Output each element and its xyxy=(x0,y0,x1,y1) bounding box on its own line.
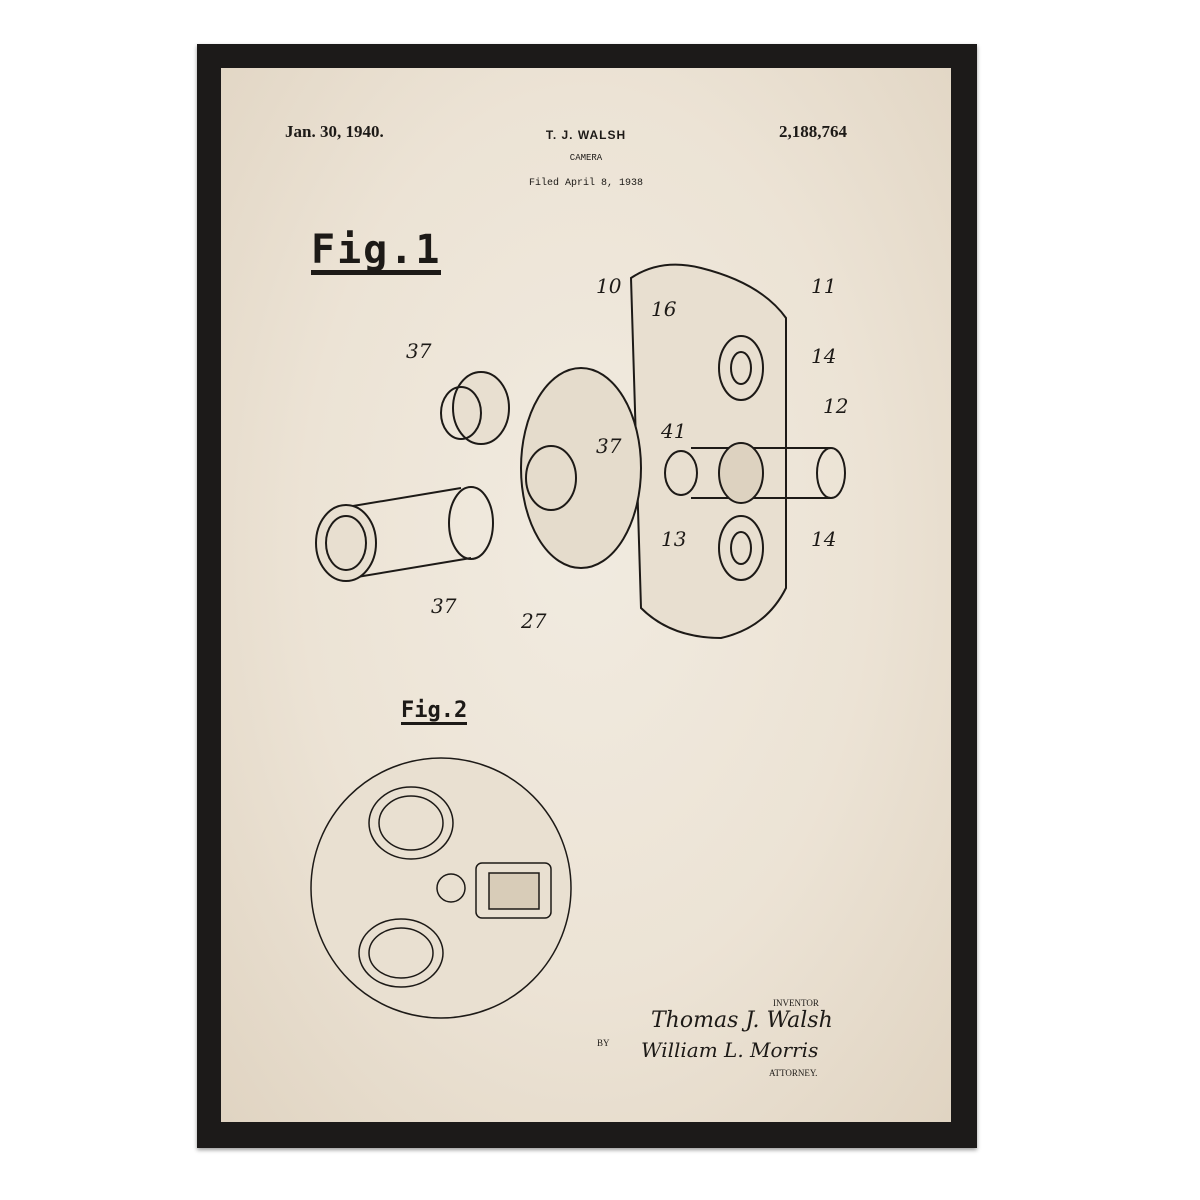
attorney-label: ATTORNEY. xyxy=(769,1068,818,1078)
fig1-camera-illustration xyxy=(315,263,846,640)
patent-date: Jan. 30, 1940. xyxy=(285,122,384,141)
fig1-reference-numeral: 14 xyxy=(811,527,836,551)
fig2-turret-illustration xyxy=(310,757,572,1019)
by-label: BY xyxy=(597,1038,610,1048)
inventor-signature: Thomas J. Walsh xyxy=(651,1008,833,1033)
patent-paper: Jan. 30, 1940. T. J. WALSH 2,188,764 CAM… xyxy=(221,68,951,1122)
inventor-name: T. J. WALSH xyxy=(545,128,627,142)
fig1-reference-numeral: 13 xyxy=(661,527,686,551)
fig1-reference-numeral: 16 xyxy=(651,297,677,321)
inventor-label: INVENTOR xyxy=(773,998,819,1008)
poster-frame: Jan. 30, 1940. T. J. WALSH 2,188,764 CAM… xyxy=(197,44,977,1148)
fig1-reference-numeral: 37 xyxy=(431,594,457,618)
patent-number: 2,188,764 xyxy=(779,122,847,141)
attorney-signature: William L. Morris xyxy=(641,1038,819,1062)
fig1-reference-numeral: 37 xyxy=(406,339,432,363)
fig1-reference-numeral: 10 xyxy=(596,274,622,298)
fig1-reference-numeral: 11 xyxy=(811,274,836,298)
fig2-label: Fig.2 xyxy=(401,698,468,725)
patent-title: CAMERA xyxy=(569,153,603,163)
filed-date: Filed April 8, 1938 xyxy=(528,178,644,189)
fig1-reference-numeral: 37 xyxy=(596,434,622,458)
fig1-label: Fig.1 xyxy=(311,227,442,275)
fig1-reference-numeral: 27 xyxy=(520,609,547,633)
fig1-reference-numeral: 41 xyxy=(660,419,686,443)
fig1-reference-numeral: 14 xyxy=(811,344,836,368)
fig1-reference-numeral: 12 xyxy=(823,394,848,418)
camera-drawing: 10 11 14 16 37 37 41 12 13 14 37 27 xyxy=(310,263,848,1019)
